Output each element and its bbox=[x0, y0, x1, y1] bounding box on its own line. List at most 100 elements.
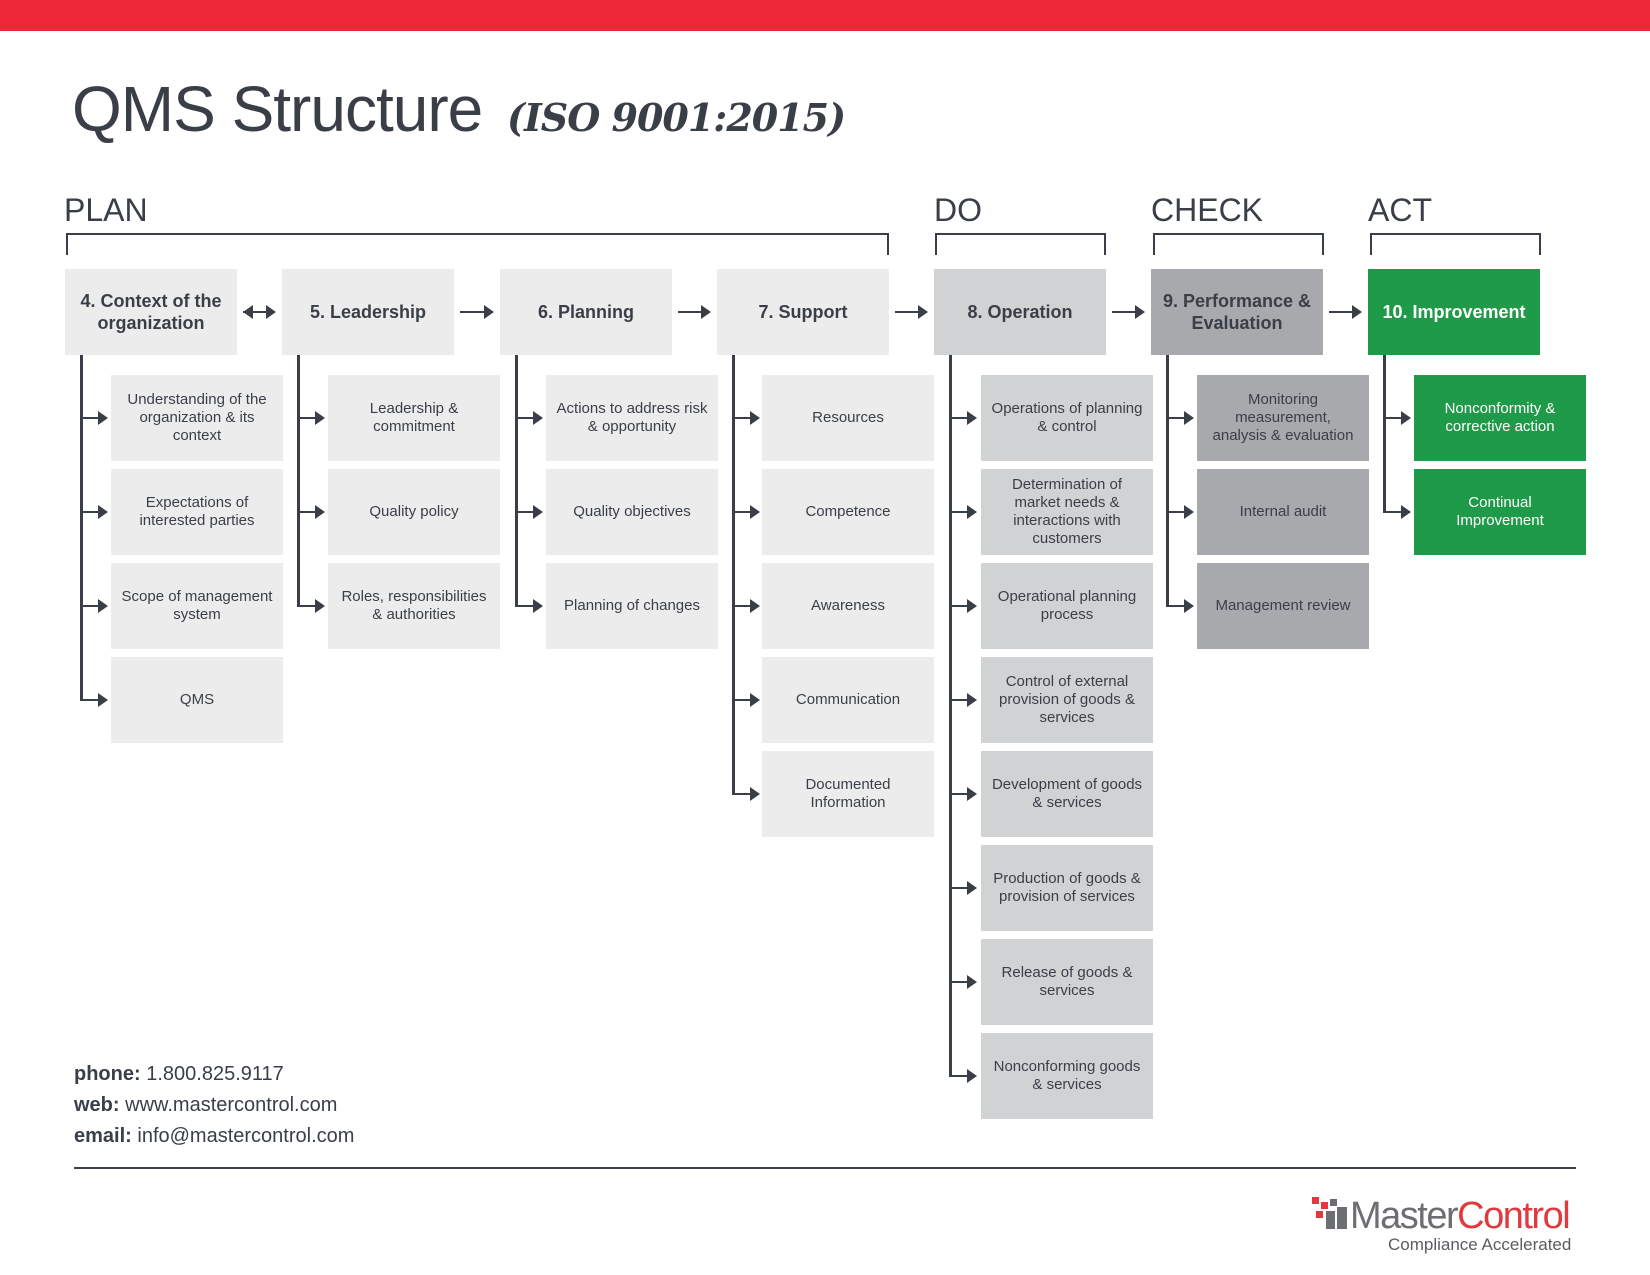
stem-line bbox=[732, 355, 735, 795]
clause-5-leadership-box: 5. Leadership bbox=[282, 269, 454, 355]
arrow-right-icon bbox=[967, 505, 977, 519]
branch-line bbox=[1383, 417, 1403, 419]
branch-line bbox=[297, 511, 317, 513]
clause-7-label: 7. Support bbox=[758, 302, 848, 322]
arrow-right-icon bbox=[967, 411, 977, 425]
arrow-right-icon bbox=[750, 693, 760, 707]
clause-4-item: Understanding of the organization & its … bbox=[111, 375, 283, 461]
branch-line bbox=[80, 417, 100, 419]
item-label: Planning of changes bbox=[564, 597, 700, 614]
clause-9-item: Monitoring measurement, analysis & evalu… bbox=[1197, 375, 1369, 461]
page-title: QMS Structure (ISO 9001:2015) bbox=[72, 72, 846, 146]
clause-10-improvement-box: 10. Improvement bbox=[1368, 269, 1540, 355]
arrow-right-icon bbox=[918, 305, 928, 319]
branch-line bbox=[80, 511, 100, 513]
clause-4-label: 4. Context of the organization bbox=[80, 291, 222, 333]
email-link[interactable]: info@mastercontrol.com bbox=[137, 1125, 355, 1147]
phase-do-label: DO bbox=[934, 192, 982, 228]
phase-check-label: CHECK bbox=[1151, 192, 1264, 228]
branch-line bbox=[515, 605, 535, 607]
logo-word-control: Control bbox=[1457, 1195, 1571, 1237]
item-label: Awareness bbox=[811, 597, 885, 614]
branch-line bbox=[80, 605, 100, 607]
branch-line bbox=[297, 605, 317, 607]
clause-8-item: Nonconforming goods & services bbox=[981, 1033, 1153, 1119]
flow-line bbox=[243, 311, 268, 313]
branch-line bbox=[949, 887, 969, 889]
title-subtitle: (ISO 9001:2015) bbox=[507, 95, 846, 140]
phone-value[interactable]: 1.800.825.9117 bbox=[146, 1063, 284, 1085]
arrow-right-icon bbox=[967, 881, 977, 895]
item-label: Quality objectives bbox=[573, 503, 691, 520]
clause-9-label: 9. Performance & Evaluation bbox=[1162, 291, 1312, 333]
phase-act-label: ACT bbox=[1368, 192, 1432, 228]
act-bracket bbox=[1370, 233, 1541, 255]
clause-4-item: Expectations of interested parties bbox=[111, 469, 283, 555]
logo-wordmark: MasterControl bbox=[1350, 1195, 1571, 1238]
branch-line bbox=[732, 511, 752, 513]
flow-line bbox=[895, 311, 920, 313]
clause-4-item: Scope of management system bbox=[111, 563, 283, 649]
arrow-right-icon bbox=[98, 505, 108, 519]
arrow-right-icon bbox=[967, 693, 977, 707]
branch-line bbox=[1166, 511, 1186, 513]
arrow-right-icon bbox=[967, 975, 977, 989]
item-label: Operational planning process bbox=[997, 588, 1137, 623]
arrow-right-icon bbox=[484, 305, 494, 319]
branch-line bbox=[1166, 417, 1186, 419]
arrow-right-icon bbox=[533, 505, 543, 519]
clause-10-item: Continual Improvement bbox=[1414, 469, 1586, 555]
branch-line bbox=[949, 793, 969, 795]
item-label: Release of goods & services bbox=[1001, 964, 1133, 999]
stem-line bbox=[297, 355, 300, 607]
item-label: Internal audit bbox=[1239, 503, 1327, 520]
clause-10-item: Nonconformity & corrective action bbox=[1414, 375, 1586, 461]
arrow-right-icon bbox=[315, 505, 325, 519]
web-label: web: bbox=[74, 1094, 120, 1116]
arrow-right-icon bbox=[315, 411, 325, 425]
flow-line bbox=[678, 311, 703, 313]
clause-7-support-box: 7. Support bbox=[717, 269, 889, 355]
web-link[interactable]: www.mastercontrol.com bbox=[125, 1094, 338, 1116]
arrow-right-icon bbox=[1135, 305, 1145, 319]
stem-line bbox=[80, 355, 83, 701]
clause-8-label: 8. Operation bbox=[967, 302, 1073, 322]
clause-7-item: Competence bbox=[762, 469, 934, 555]
item-label: Competence bbox=[805, 503, 891, 520]
clause-7-item: Documented Information bbox=[762, 751, 934, 837]
clause-6-item: Quality objectives bbox=[546, 469, 718, 555]
phase-plan-label: PLAN bbox=[64, 192, 148, 228]
clause-8-item: Determination of market needs & interact… bbox=[981, 469, 1153, 555]
item-label: Leadership & commitment bbox=[369, 400, 459, 435]
check-bracket bbox=[1153, 233, 1324, 255]
item-label: Development of goods & services bbox=[991, 776, 1143, 811]
arrow-left-icon bbox=[243, 305, 253, 319]
item-label: Understanding of the organization & its … bbox=[127, 391, 267, 444]
item-label: Determination of market needs & interact… bbox=[1011, 476, 1123, 547]
item-label: Nonconformity & corrective action bbox=[1444, 400, 1556, 435]
arrow-right-icon bbox=[1184, 505, 1194, 519]
clause-6-item: Actions to address risk & opportunity bbox=[546, 375, 718, 461]
clause-5-item: Quality policy bbox=[328, 469, 500, 555]
clause-8-item: Operations of planning & control bbox=[981, 375, 1153, 461]
clause-10-label: 10. Improvement bbox=[1382, 302, 1526, 322]
logo-tagline: Compliance Accelerated bbox=[1388, 1235, 1572, 1254]
item-label: Production of goods & provision of servi… bbox=[993, 870, 1141, 905]
arrow-right-icon bbox=[967, 1069, 977, 1083]
stem-line bbox=[1166, 355, 1169, 607]
arrow-right-icon bbox=[750, 599, 760, 613]
clause-5-item: Roles, responsibilities & authorities bbox=[328, 563, 500, 649]
clause-6-label: 6. Planning bbox=[537, 302, 634, 322]
item-label: Roles, responsibilities & authorities bbox=[341, 588, 487, 623]
phone-label: phone: bbox=[74, 1063, 141, 1085]
clause-5-label: 5. Leadership bbox=[309, 302, 427, 322]
branch-line bbox=[732, 417, 752, 419]
arrow-right-icon bbox=[967, 787, 977, 801]
arrow-right-icon bbox=[533, 599, 543, 613]
stem-line bbox=[515, 355, 518, 607]
flow-line bbox=[1329, 311, 1354, 313]
clause-6-item: Planning of changes bbox=[546, 563, 718, 649]
branch-line bbox=[732, 605, 752, 607]
email-label: email: bbox=[74, 1125, 132, 1147]
clause-6-planning-box: 6. Planning bbox=[500, 269, 672, 355]
